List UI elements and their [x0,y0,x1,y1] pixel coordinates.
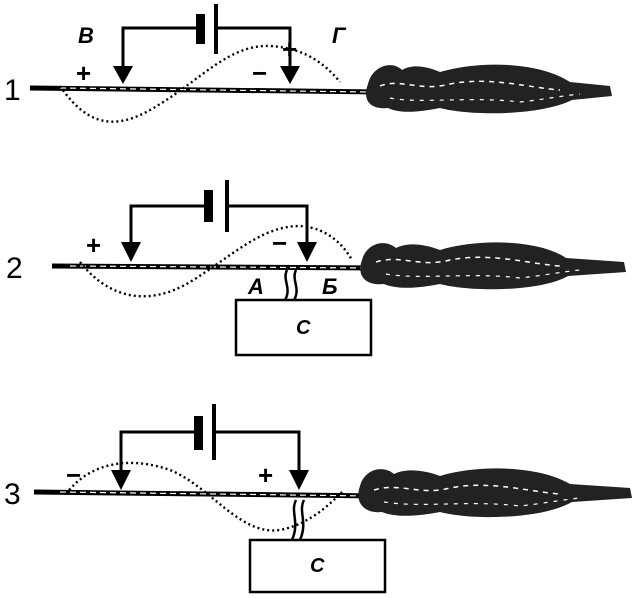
panel-3: 3 С − + [4,404,632,594]
nerve-fiber-texture [59,87,371,93]
muscle-body [366,64,612,114]
contact-label-b: Б [322,274,338,299]
panel-1: 1 В Г + − + [4,4,612,123]
electrode-arrow-right [280,66,300,84]
sign-right: + [258,460,273,490]
box-label: С [296,317,311,339]
electrode-arrow-right [289,470,309,490]
electrode-label-right: Г [332,23,347,48]
nerve-fiber-texture [69,265,371,269]
electrode-label-left: В [78,23,94,48]
sign-left: + [86,230,101,260]
box-label: С [310,555,325,577]
battery-plate-long [212,404,216,460]
panel-number: 3 [4,478,21,511]
battery-plate-short [194,416,203,450]
battery-plate-short [204,190,213,222]
muscle [360,242,626,290]
recording-box [248,538,387,594]
sign-right: − [272,228,287,258]
panel-number: 1 [4,74,21,107]
potential-wave [59,44,341,123]
panel-2: 2 С А Б + − [6,180,626,357]
contact-wire-b [292,269,298,301]
sign-left: + [76,58,91,88]
battery-circuit [113,4,300,84]
muscle [366,64,612,114]
nerve-fiber-texture [59,491,371,497]
battery-plate-long [225,180,229,232]
muscle [358,468,632,518]
electrode-arrow-left [121,242,141,262]
contact-wire-a [290,499,298,541]
recording-box [234,298,373,357]
electrode-arrow-left [111,470,131,490]
electrode-arrow-left [113,66,133,84]
battery-plate-short [196,14,205,44]
battery-plate-long [214,4,218,54]
contact-wire-a [283,269,289,301]
battery-circuit [111,404,309,490]
potential-wave [65,461,343,532]
sign-left: − [66,460,81,490]
sign-right: − [252,58,267,88]
contact-wire-b [298,499,306,541]
muscle-body [360,242,626,290]
panel-number: 2 [6,252,23,285]
potential-wave [79,224,354,298]
electrode-arrow-right [297,242,317,262]
muscle-body [358,468,632,518]
sign-top: + [282,34,297,64]
battery-circuit [121,180,317,262]
contact-label-a: А [247,274,264,299]
